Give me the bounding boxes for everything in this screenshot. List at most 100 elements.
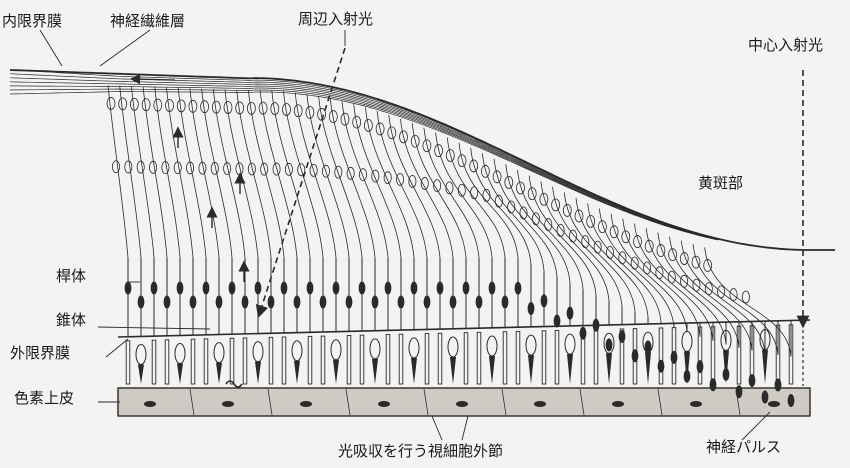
nerve-fiber-arrow xyxy=(135,79,175,80)
receptor-nucleus xyxy=(788,394,795,407)
rod-outer-segment xyxy=(503,332,507,384)
cone-inner-segment xyxy=(526,335,536,355)
rod-outer-segment xyxy=(659,328,663,384)
epithelium-nucleus xyxy=(456,401,468,407)
rod-outer-segment xyxy=(230,338,234,384)
rod-outer-segment xyxy=(360,335,364,384)
ganglion-cell xyxy=(130,98,138,110)
receptor-nucleus xyxy=(125,282,132,295)
bipolar-cell xyxy=(112,161,119,173)
receptor-nucleus xyxy=(567,307,574,320)
cone-outer-segment xyxy=(138,364,144,384)
ganglion-cell xyxy=(575,210,583,222)
rod-outer-segment xyxy=(542,331,546,384)
cone-outer-segment xyxy=(567,354,573,384)
ganglion-cell xyxy=(481,165,489,177)
ganglion-cell xyxy=(517,182,525,194)
ganglion-cell xyxy=(493,171,501,183)
bipolar-cell xyxy=(557,224,564,236)
bipolar-cell xyxy=(372,170,379,182)
bipolar-cell xyxy=(359,169,366,181)
receptor-nucleus xyxy=(736,385,743,398)
rod-outer-segment xyxy=(321,336,325,384)
rod-outer-segment xyxy=(204,339,208,384)
epithelium-nucleus xyxy=(612,401,624,407)
bipolar-cell xyxy=(631,257,638,269)
label-peripheral-incident-light: 周辺入射光 xyxy=(298,12,373,27)
receptor-nucleus xyxy=(138,296,145,309)
cone-outer-segment xyxy=(177,364,183,384)
receptor-nucleus xyxy=(515,282,522,295)
receptor-nucleus xyxy=(411,282,418,295)
cone-outer-segment xyxy=(411,358,417,384)
ganglion-cell xyxy=(552,199,560,211)
receptor-nucleus xyxy=(294,296,301,309)
retina-surface xyxy=(10,70,835,250)
rod-outer-segment xyxy=(269,337,273,384)
receptor-nucleus xyxy=(320,296,327,309)
rod-outer-segment xyxy=(516,331,520,384)
receptor-nucleus xyxy=(255,282,262,295)
cone-outer-segment xyxy=(333,360,339,384)
rod-outer-segment xyxy=(282,337,286,384)
ganglion-cell xyxy=(540,193,548,205)
receptor-nucleus xyxy=(502,296,509,309)
epithelium-nucleus xyxy=(690,401,702,407)
cone-outer-segment xyxy=(255,362,261,384)
cone-inner-segment xyxy=(214,343,224,363)
bipolar-cell xyxy=(643,262,650,274)
receptor-nucleus xyxy=(450,296,457,309)
receptor-nucleus xyxy=(398,296,405,309)
receptor-nucleus xyxy=(242,296,249,309)
receptor-nucleus xyxy=(541,294,548,307)
label-central-incident-light: 中心入射光 xyxy=(748,38,823,53)
cone-inner-segment xyxy=(136,344,146,364)
rod-outer-segment xyxy=(165,340,169,384)
bipolar-cell xyxy=(396,173,403,185)
cone-inner-segment xyxy=(175,344,185,364)
ganglion-cell xyxy=(505,176,513,188)
cone-inner-segment xyxy=(565,334,575,354)
leader-line xyxy=(462,416,468,440)
label-rod: 桿体 xyxy=(56,269,86,284)
label-inner-limiting-membrane: 内限界膜 xyxy=(2,14,62,29)
rod-outer-segment xyxy=(191,339,195,384)
receptor-nucleus xyxy=(359,282,366,295)
cone-outer-segment xyxy=(372,359,378,384)
receptor-nucleus xyxy=(489,282,496,295)
bipolar-cell xyxy=(742,291,749,303)
rod-outer-segment xyxy=(308,336,312,384)
ganglion-cell xyxy=(458,155,466,167)
rod-outer-segment xyxy=(399,334,403,384)
receptor-nucleus xyxy=(372,296,379,309)
bipolar-cell xyxy=(458,184,465,196)
label-pigment-epithelium: 色素上皮 xyxy=(14,391,74,406)
ganglion-cell xyxy=(470,160,478,172)
rod-outer-segment xyxy=(425,334,429,384)
rod-outer-segment xyxy=(464,333,468,384)
bipolar-cell xyxy=(125,161,132,173)
rod-outer-segment xyxy=(152,340,156,384)
receptor-nucleus xyxy=(164,296,171,309)
cone-inner-segment xyxy=(331,340,341,360)
receptor-nucleus xyxy=(203,282,210,295)
leader-line xyxy=(432,416,442,440)
cone-inner-segment xyxy=(409,338,419,358)
receptor-nucleus xyxy=(658,360,665,373)
epithelium-nucleus xyxy=(222,401,234,407)
receptor-nucleus xyxy=(346,296,353,309)
receptor-nucleus xyxy=(619,330,626,343)
receptor-nucleus xyxy=(697,360,704,373)
bipolar-cell xyxy=(347,167,354,179)
cone-outer-segment xyxy=(216,363,222,384)
ganglion-cell xyxy=(119,98,127,110)
receptor-nucleus xyxy=(671,351,678,364)
peripheral-light-path xyxy=(260,48,345,312)
rod-outer-segment xyxy=(438,333,442,384)
receptor-nucleus xyxy=(749,374,756,387)
receptor-nucleus xyxy=(710,378,717,391)
rod-outer-segment xyxy=(243,338,247,384)
receptor-nucleus xyxy=(151,282,158,295)
